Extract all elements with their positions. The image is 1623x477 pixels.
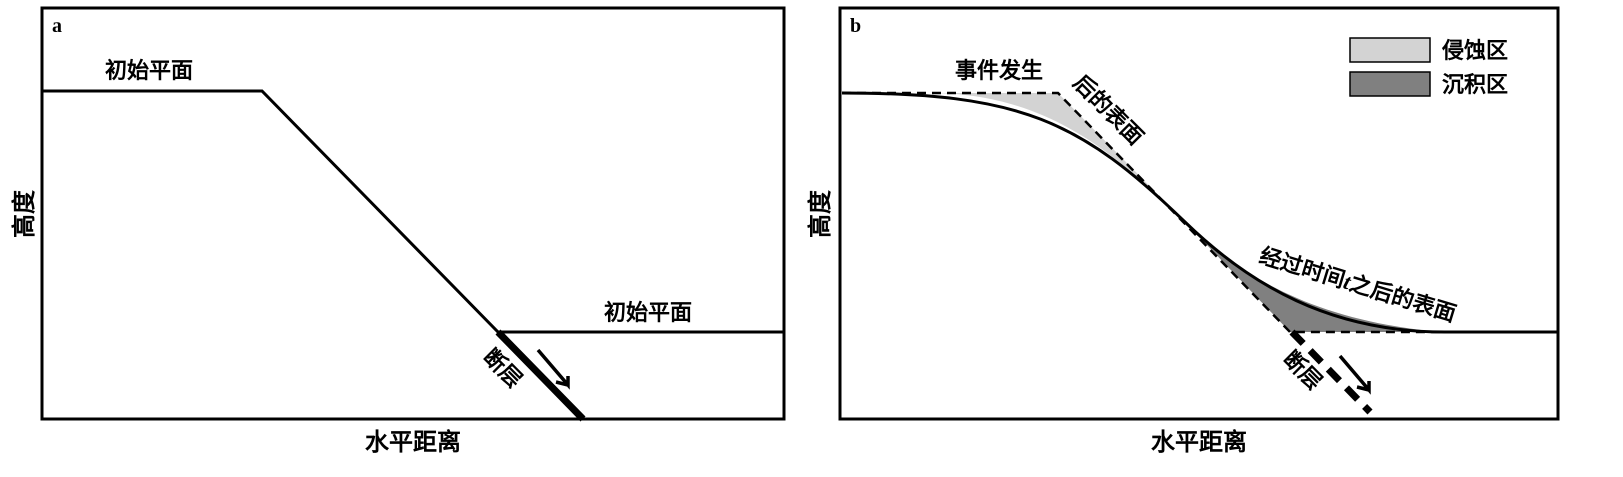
fault-arrow-icon [1338, 354, 1371, 395]
legend-swatch-deposition [1349, 71, 1431, 97]
erosion-area [930, 93, 1185, 222]
panel-b-frame [838, 6, 1560, 421]
panel-a-frame [40, 6, 786, 421]
evolved-surface-label-2: 之后的表面 [1346, 270, 1459, 327]
bottom-surface-label: 初始平面 [604, 300, 692, 326]
legend-label-erosion: 侵蚀区 [1441, 38, 1508, 64]
evolved-surface-line [841, 91, 1558, 334]
panel-a-ylabel: 高度 [9, 189, 38, 238]
panel-a-xlabel: 水平距离 [365, 427, 461, 456]
fault-line-dashed [1289, 329, 1373, 415]
legend: 侵蚀区 沉积区 [1349, 37, 1508, 98]
event-surface-label-1: 事件发生 [955, 58, 1043, 84]
panel-b-ylabel: 高度 [805, 189, 834, 238]
initial-surface-line [42, 89, 784, 334]
deposition-area [1185, 222, 1440, 332]
legend-swatch-erosion [1349, 37, 1431, 63]
panel-b-letter: b [850, 15, 861, 37]
fault-line [495, 329, 586, 422]
panel-a: a 初始平面 初始平面 断层 高度 水平距离 [9, 6, 786, 456]
fault-label-b: 断层 [1278, 346, 1328, 396]
panel-b-xlabel: 水平距离 [1151, 427, 1247, 456]
legend-label-deposition: 沉积区 [1442, 72, 1508, 98]
panel-a-letter: a [52, 15, 62, 37]
panel-b: b 事件发生 后的表面 经过时间t之后的表面 断层 侵蚀区 沉积区 高度 水平距… [805, 6, 1560, 456]
fault-arrow-icon [536, 348, 570, 390]
top-surface-label: 初始平面 [105, 58, 193, 84]
